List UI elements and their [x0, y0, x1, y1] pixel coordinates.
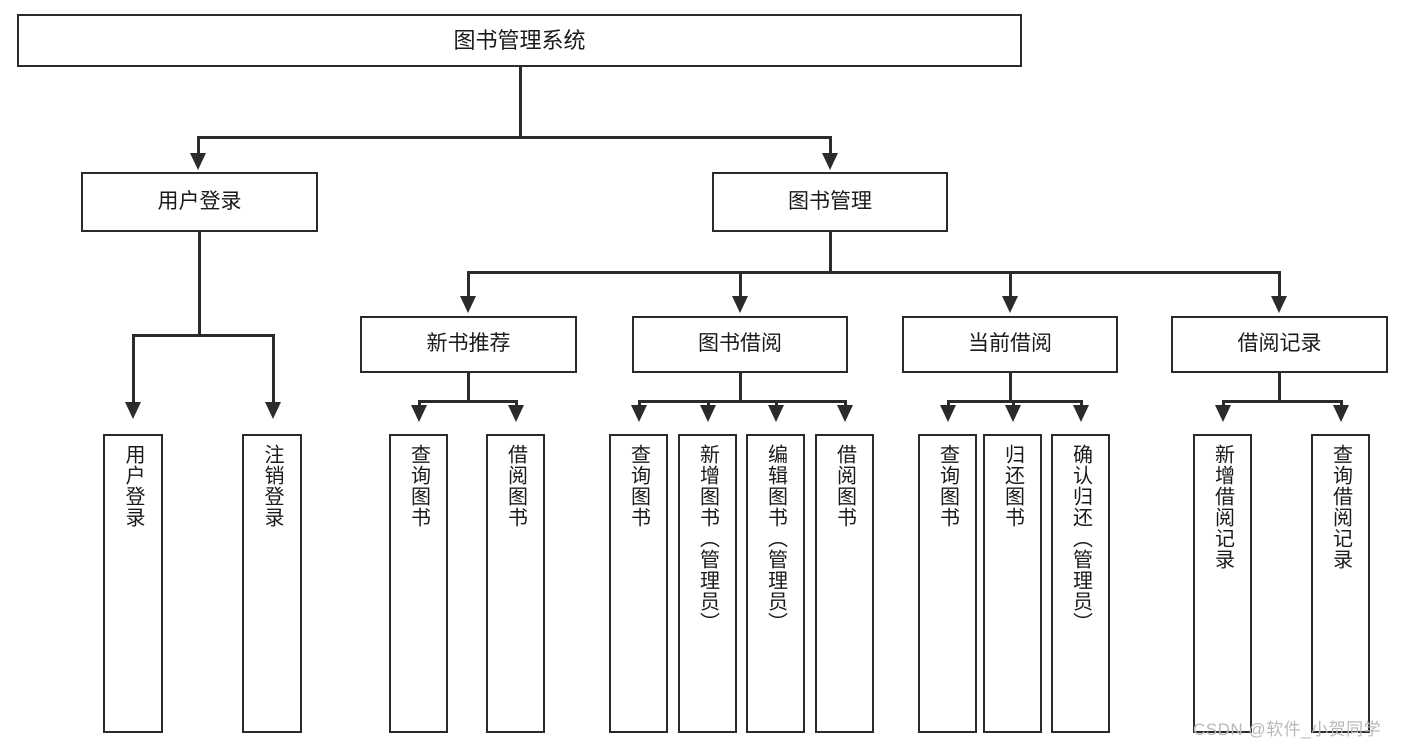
arrowhead-leaf-query-book-1 — [411, 405, 427, 422]
arrowhead-book-borrow — [732, 296, 748, 313]
edge-book-borrow-bus — [638, 400, 846, 403]
node-leaf-confirm-return[interactable]: 确认归还（管理员） — [1051, 434, 1110, 733]
edge-cb-to-leaf-1 — [947, 400, 950, 408]
edge-bm-to-borrow-record — [1278, 271, 1281, 299]
node-leaf-query-book-1-label: 查询图书 — [407, 444, 430, 528]
edge-bb-to-leaf-4 — [844, 400, 847, 408]
edge-current-borrow-stem — [1009, 373, 1012, 402]
node-leaf-add-book-label: 新增图书（管理员） — [696, 444, 719, 633]
edge-bb-to-leaf-3 — [775, 400, 778, 408]
edge-root-to-user-login — [197, 136, 200, 158]
arrowhead-leaf-borrow-book-2 — [837, 405, 853, 422]
node-root-label: 图书管理系统 — [453, 27, 586, 53]
watermark: CSDN @软件_小贺同学 — [1193, 720, 1382, 739]
edge-bm-to-new-book-rec — [467, 271, 470, 299]
arrowhead-leaf-logout — [265, 402, 281, 419]
node-leaf-user-login[interactable]: 用户登录 — [103, 434, 163, 733]
node-leaf-query-book-3[interactable]: 查询图书 — [918, 434, 977, 733]
node-leaf-confirm-return-label: 确认归还（管理员） — [1069, 444, 1092, 633]
arrowhead-leaf-query-book-3 — [940, 405, 956, 422]
node-book-borrow-label: 图书借阅 — [698, 332, 782, 356]
edge-bb-to-leaf-1 — [638, 400, 641, 408]
node-leaf-edit-book-label: 编辑图书（管理员） — [764, 444, 787, 633]
edge-book-manage-bus — [467, 271, 1279, 274]
node-new-book-rec-label: 新书推荐 — [426, 332, 511, 356]
edge-nbr-to-leaf-2 — [515, 400, 518, 408]
node-book-manage[interactable]: 图书管理 — [712, 172, 948, 232]
edge-root-bus — [197, 136, 831, 139]
node-current-borrow[interactable]: 当前借阅 — [902, 316, 1118, 373]
edge-cb-to-leaf-2 — [1012, 400, 1015, 408]
node-leaf-add-record-label: 新增借阅记录 — [1211, 444, 1234, 570]
node-leaf-edit-book[interactable]: 编辑图书（管理员） — [746, 434, 805, 733]
node-leaf-return-book[interactable]: 归还图书 — [983, 434, 1042, 733]
node-leaf-logout[interactable]: 注销登录 — [242, 434, 302, 733]
node-leaf-borrow-book-2[interactable]: 借阅图书 — [815, 434, 874, 733]
node-leaf-logout-label: 注销登录 — [261, 444, 283, 528]
arrowhead-user-login — [190, 153, 206, 170]
node-leaf-borrow-book-2-label: 借阅图书 — [833, 444, 856, 528]
edge-borrow-record-stem — [1278, 373, 1281, 402]
edge-root-stem — [519, 67, 522, 138]
node-book-manage-label: 图书管理 — [788, 189, 872, 213]
arrowhead-current-borrow — [1002, 296, 1018, 313]
node-borrow-record-label: 借阅记录 — [1237, 332, 1322, 356]
arrowhead-leaf-user-login — [125, 402, 141, 419]
node-leaf-query-book-1[interactable]: 查询图书 — [389, 434, 448, 733]
node-current-borrow-label: 当前借阅 — [968, 332, 1052, 356]
arrowhead-leaf-edit-book — [768, 405, 784, 422]
node-borrow-record[interactable]: 借阅记录 — [1171, 316, 1388, 373]
node-leaf-return-book-label: 归还图书 — [1001, 444, 1024, 528]
node-leaf-user-login-label: 用户登录 — [122, 444, 144, 528]
node-leaf-borrow-book-1-label: 借阅图书 — [504, 444, 527, 528]
arrowhead-new-book-rec — [460, 296, 476, 313]
arrowhead-leaf-confirm-return — [1073, 405, 1089, 422]
node-leaf-add-record[interactable]: 新增借阅记录 — [1193, 434, 1252, 733]
edge-current-borrow-bus — [947, 400, 1082, 403]
edge-root-to-book-manage — [829, 136, 832, 158]
edge-br-to-leaf-2 — [1340, 400, 1343, 408]
edge-nbr-to-leaf-1 — [418, 400, 421, 408]
edge-user-login-stem — [198, 232, 201, 336]
arrowhead-leaf-add-book — [700, 405, 716, 422]
node-leaf-add-book[interactable]: 新增图书（管理员） — [678, 434, 737, 733]
arrowhead-book-manage — [822, 153, 838, 170]
edge-br-to-leaf-1 — [1222, 400, 1225, 408]
edge-user-login-to-leaf-1 — [132, 334, 135, 406]
node-leaf-borrow-book-1[interactable]: 借阅图书 — [486, 434, 545, 733]
edge-cb-to-leaf-3 — [1080, 400, 1083, 408]
node-root[interactable]: 图书管理系统 — [17, 14, 1022, 67]
node-new-book-rec[interactable]: 新书推荐 — [360, 316, 577, 373]
arrowhead-borrow-record — [1271, 296, 1287, 313]
edge-book-borrow-stem — [739, 373, 742, 402]
edge-bb-to-leaf-2 — [707, 400, 710, 408]
node-leaf-query-book-3-label: 查询图书 — [936, 444, 959, 528]
arrowhead-leaf-return-book — [1005, 405, 1021, 422]
edge-user-login-bus — [132, 334, 274, 337]
node-leaf-query-record-label: 查询借阅记录 — [1329, 444, 1352, 570]
node-book-borrow[interactable]: 图书借阅 — [632, 316, 848, 373]
arrowhead-leaf-query-record — [1333, 405, 1349, 422]
node-user-login-label: 用户登录 — [157, 189, 242, 213]
edge-new-book-rec-stem — [467, 373, 470, 402]
arrowhead-leaf-add-record — [1215, 405, 1231, 422]
node-leaf-query-record[interactable]: 查询借阅记录 — [1311, 434, 1370, 733]
edge-book-manage-stem — [829, 232, 832, 273]
arrowhead-leaf-query-book-2 — [631, 405, 647, 422]
node-leaf-query-book-2[interactable]: 查询图书 — [609, 434, 668, 733]
edge-borrow-record-bus — [1222, 400, 1342, 403]
edge-bm-to-book-borrow — [739, 271, 742, 299]
edge-new-book-rec-bus — [418, 400, 517, 403]
edge-bm-to-current-borrow — [1009, 271, 1012, 299]
edge-user-login-to-leaf-2 — [272, 334, 275, 406]
arrowhead-leaf-borrow-book-1 — [508, 405, 524, 422]
node-user-login[interactable]: 用户登录 — [81, 172, 318, 232]
node-leaf-query-book-2-label: 查询图书 — [627, 444, 650, 528]
